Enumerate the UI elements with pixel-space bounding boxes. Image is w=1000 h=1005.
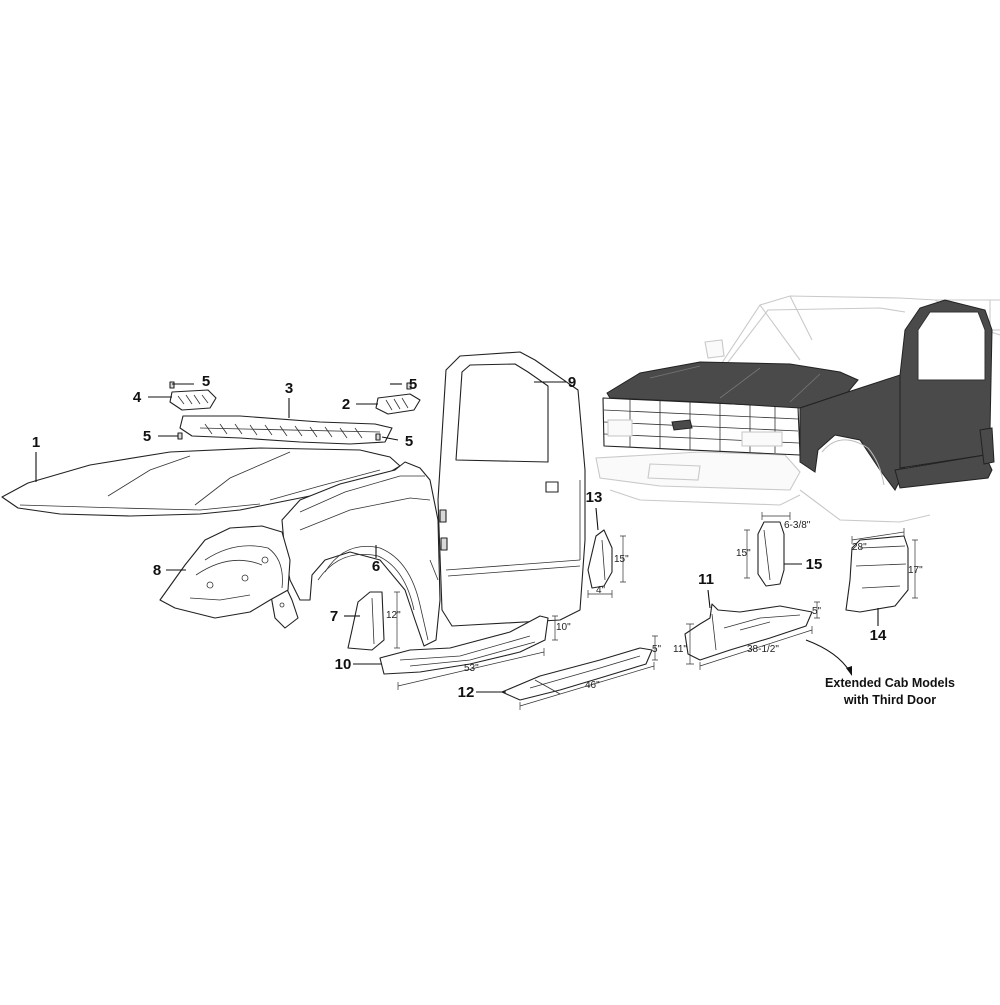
part-fender	[269, 461, 441, 647]
dimension-labels: 15" 4" 12" 10" 53" 5" 46" 6-3/8" 15" 11"…	[386, 520, 923, 691]
part-rocker	[379, 615, 549, 675]
dimension-label: 12"	[386, 610, 401, 621]
part-number-4: 4	[133, 389, 142, 406]
part-extcab-pillar	[757, 521, 785, 587]
part-rocker-sill	[501, 647, 653, 701]
part-extcab-rocker	[684, 603, 813, 661]
dimension-label: 38-1/2"	[747, 644, 779, 655]
reference-truck	[595, 295, 1000, 523]
dimension-label: 4"	[596, 585, 606, 596]
part-inner-fender	[159, 525, 291, 619]
part-number-5-c: 5	[143, 428, 151, 445]
part-number-10: 10	[335, 656, 352, 673]
dimension-label: 5"	[652, 644, 662, 655]
note-line-2: with Third Door	[843, 693, 936, 707]
leader-13	[595, 507, 599, 531]
note-line-1: Extended Cab Models	[825, 676, 955, 690]
dimension-lines	[394, 512, 918, 710]
part-number-13: 13	[586, 489, 603, 506]
part-number-5-d: 5	[405, 433, 413, 450]
leaders	[35, 381, 879, 693]
dimension-label: 6-3/8"	[784, 520, 811, 531]
dimension-label: 17"	[908, 565, 923, 576]
leader-5d	[381, 436, 399, 441]
part-cowl	[179, 415, 393, 445]
leader-11	[707, 589, 711, 609]
part-number-labels: 1 2 3 4 5 5 5 5 6 7 8 9 10 11 12 13 14 1…	[32, 373, 887, 701]
part-cab-corner	[587, 529, 613, 589]
part-number-7: 7	[330, 608, 338, 625]
part-number-3: 3	[285, 380, 293, 397]
dimension-label: 15"	[736, 548, 751, 559]
part-number-14: 14	[870, 627, 887, 644]
part-pillar-panel	[347, 591, 385, 651]
extended-cab-note: Extended Cab Models with Third Door	[825, 676, 955, 707]
part-cowl-end-left	[169, 389, 217, 411]
dimension-label: 53"	[464, 663, 479, 674]
dimension-label: 11"	[673, 644, 687, 655]
part-cowl-end-right	[375, 393, 421, 415]
dimension-label: 46"	[585, 680, 600, 691]
dimension-label: 5"	[812, 606, 822, 617]
part-number-6: 6	[372, 558, 380, 575]
part-number-1: 1	[32, 434, 40, 451]
leader-note-arrow	[846, 666, 852, 676]
dimension-label: 28"	[852, 542, 867, 553]
part-number-5-a: 5	[202, 373, 210, 390]
leader-note	[805, 639, 851, 673]
part-number-8: 8	[153, 562, 161, 579]
dimension-label: 15"	[614, 554, 629, 565]
part-box-corner	[845, 535, 909, 613]
part-number-15: 15	[806, 556, 823, 573]
part-hood	[1, 447, 401, 517]
part-number-12: 12	[458, 684, 475, 701]
clips	[169, 381, 412, 441]
part-door	[437, 351, 586, 627]
part-number-11: 11	[698, 571, 714, 588]
part-number-5-b: 5	[409, 376, 417, 393]
part-number-9: 9	[568, 374, 576, 391]
dimension-label: 10"	[556, 622, 571, 633]
part-number-2: 2	[342, 396, 350, 413]
